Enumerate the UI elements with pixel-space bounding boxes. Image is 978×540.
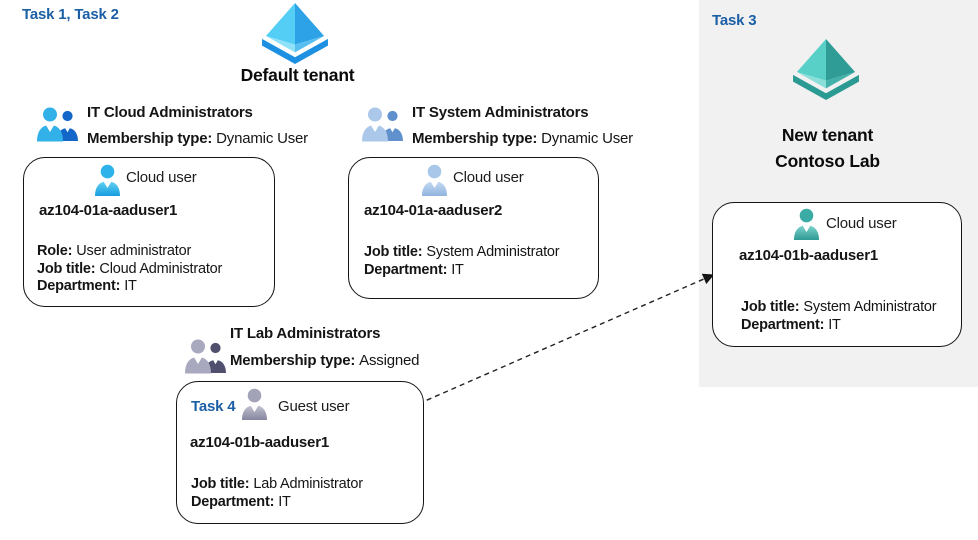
- default-tenant-icon: [256, 2, 334, 66]
- attribute-line: Job title:Cloud Administrator: [37, 260, 223, 277]
- membership-type-label: Membership type:: [230, 352, 356, 369]
- attribute-line: Job title:System Administrator: [364, 244, 560, 260]
- guest-user-gray-icon: [241, 388, 268, 421]
- task-1-2-label: Task 1, Task 2: [22, 6, 119, 23]
- card-user-name: az104-01b-aaduser1: [739, 247, 878, 264]
- cloud-user-card-aaduser2: Cloud user az104-01a-aaduser2 Job title:…: [348, 157, 599, 299]
- group-users-blue-icon: [35, 106, 81, 143]
- default-tenant-title: Default tenant: [240, 65, 355, 85]
- group-name: IT System Administrators: [412, 104, 589, 121]
- cloud-user-card-aaduser1: Cloud user az104-01a-aaduser1 Role:User …: [23, 157, 275, 307]
- card-user-attributes: Job title:Lab Administrator Department:I…: [191, 476, 363, 511]
- attribute-line: Role:User administrator: [37, 243, 192, 259]
- attribute-line: Department:IT: [37, 278, 137, 294]
- membership-type-line: Membership type:Dynamic User: [412, 130, 633, 147]
- card-user-name: az104-01a-aaduser1: [39, 202, 178, 219]
- new-tenant-title-line2: Contoso Lab: [775, 151, 880, 171]
- attribute-line: Job title:System Administrator: [741, 299, 937, 315]
- membership-type-line: Membership type:Assigned: [230, 352, 419, 369]
- cloud-user-teal-icon: [793, 208, 820, 241]
- group-users-gray-icon: [183, 338, 229, 375]
- group-users-steel-icon: [360, 106, 406, 143]
- membership-type-value: Dynamic User: [541, 130, 633, 147]
- membership-type-value: Dynamic User: [216, 130, 308, 147]
- membership-type-value: Assigned: [359, 352, 420, 369]
- membership-type-line: Membership type:Dynamic User: [87, 130, 308, 147]
- group-name: IT Lab Administrators: [230, 325, 381, 342]
- task-4-label: Task 4: [191, 398, 236, 415]
- card-user-type-label: Cloud user: [126, 169, 197, 186]
- task-3-label: Task 3: [712, 12, 757, 29]
- cloud-user-steel-icon: [421, 164, 448, 197]
- card-user-type-label: Cloud user: [453, 169, 524, 186]
- attribute-line: Department:IT: [191, 493, 291, 510]
- card-user-type-label: Guest user: [278, 398, 350, 415]
- card-user-name: az104-01b-aaduser1: [190, 434, 329, 451]
- card-user-type-label: Cloud user: [826, 215, 897, 232]
- attribute-line: Department:IT: [364, 261, 464, 278]
- membership-type-label: Membership type:: [87, 130, 213, 147]
- new-tenant-title-line1: New tenant: [781, 125, 874, 145]
- group-name: IT Cloud Administrators: [87, 104, 253, 121]
- card-user-attributes: Job title:System Administrator Departmen…: [364, 244, 560, 279]
- cloud-user-blue-icon: [94, 164, 121, 197]
- card-user-attributes: Job title:System Administrator Departmen…: [741, 299, 937, 334]
- cloud-user-card-new-tenant: Cloud user az104-01b-aaduser1 Job title:…: [712, 202, 962, 347]
- guest-user-card-aaduser1: Task 4 Guest user az104-01b-aaduser1 Job…: [176, 381, 424, 524]
- membership-type-label: Membership type:: [412, 130, 538, 147]
- new-tenant-title: New tenant Contoso Lab: [725, 122, 930, 174]
- attribute-line: Department:IT: [741, 316, 841, 333]
- card-user-name: az104-01a-aaduser2: [364, 202, 503, 219]
- card-user-attributes: Role:User administrator Job title:Cloud …: [37, 243, 222, 296]
- new-tenant-icon: [789, 38, 863, 102]
- attribute-line: Job title:Lab Administrator: [191, 476, 363, 492]
